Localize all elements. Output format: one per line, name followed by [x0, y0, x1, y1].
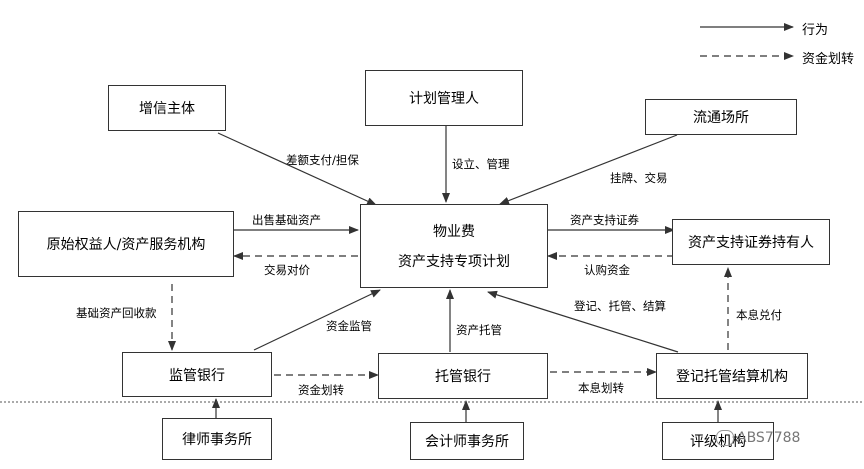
edge-label-collections: 基础资产回收款	[76, 306, 157, 320]
watermark-text: ABS7788	[737, 430, 801, 446]
edge-label-setup: 设立、管理	[452, 157, 510, 171]
edge-label-principal-interest-pay: 本息兑付	[736, 308, 782, 322]
arrow-venue-to-spv	[499, 134, 678, 205]
custodian-bank-label: 托管银行	[435, 369, 491, 385]
watermark-icon	[716, 430, 734, 446]
exchange-venue-box: 流通场所	[645, 99, 797, 135]
supervisory-bank-label: 监管银行	[169, 367, 225, 384]
accounting-firm-box: 会计师事务所	[410, 422, 524, 460]
originator-label: 原始权益人/资产服务机构	[46, 237, 206, 253]
investors-label: 资产支持证券持有人	[688, 235, 814, 251]
plan-manager-box: 计划管理人	[365, 70, 523, 126]
supervisory-bank-box: 监管银行	[122, 352, 272, 397]
registrar-label: 登记托管结算机构	[676, 369, 788, 385]
custodian-bank-box: 托管银行	[378, 353, 548, 399]
exchange-venue-label: 流通场所	[693, 110, 749, 126]
law-firm-label: 律师事务所	[182, 432, 252, 448]
edge-label-asset-custody: 资产托管	[456, 323, 502, 337]
investors-box: 资产支持证券持有人	[672, 219, 830, 265]
spv-box: 物业费 资产支持专项计划	[360, 204, 548, 288]
edge-label-subscription: 认购资金	[584, 263, 630, 277]
accounting-firm-label: 会计师事务所	[425, 434, 509, 450]
arrow-supervisory-to-spv	[253, 289, 381, 351]
edge-label-shortfall: 差额支付/担保	[286, 153, 359, 167]
spv-label-line2: 资产支持专项计划	[398, 254, 510, 270]
credit-enhancer-label: 增信主体	[139, 101, 195, 117]
edge-label-sell-assets: 出售基础资产	[252, 213, 321, 227]
arrow-registrar-to-spv	[487, 290, 679, 353]
edge-label-principal-interest-transfer: 本息划转	[578, 381, 624, 395]
originator-box: 原始权益人/资产服务机构	[18, 211, 234, 277]
plan-manager-label: 计划管理人	[409, 91, 479, 107]
edge-label-fund-supervision: 资金监管	[326, 319, 372, 333]
legend-action-label: 行为	[802, 23, 829, 38]
edge-label-listing: 挂牌、交易	[610, 171, 668, 185]
credit-enhancer-box: 增信主体	[108, 85, 226, 131]
arrow-credit-to-spv	[217, 132, 377, 206]
edge-label-consideration: 交易对价	[264, 263, 310, 277]
law-firm-box: 律师事务所	[162, 418, 272, 460]
edge-label-abs: 资产支持证券	[570, 213, 639, 227]
registrar-box: 登记托管结算机构	[656, 353, 808, 399]
watermark: ABS7788	[716, 430, 800, 446]
legend-fund-transfer-label: 资金划转	[802, 52, 855, 67]
edge-label-fund-transfer: 资金划转	[298, 383, 344, 397]
spv-label-line1: 物业费	[433, 224, 475, 240]
edge-label-registration: 登记、托管、结算	[574, 299, 666, 313]
